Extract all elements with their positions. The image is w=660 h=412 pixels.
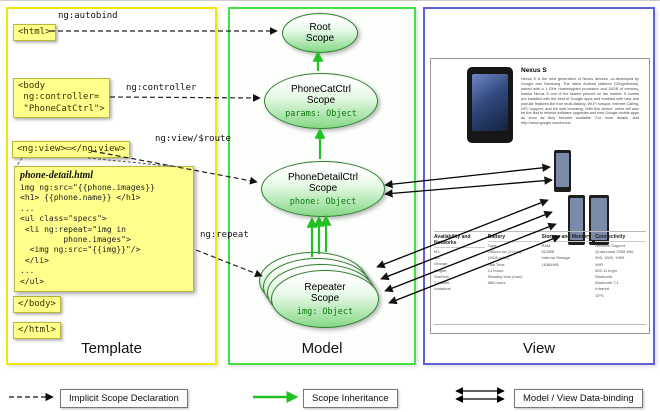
spec-header: Storage and Memory [541, 234, 593, 242]
rendered-phone-detail-page: Nexus S Nexus S is the next generation o… [430, 58, 650, 334]
spec-rows: M1, O2, Orange, Singtel, StarHub, T-Mobi… [434, 249, 451, 292]
scope-name: Repeater Scope [304, 281, 346, 305]
spec-column-connectivity: Connectivity Network Support Quad-band G… [595, 234, 646, 324]
ng-controller-label: ng:controller [126, 83, 197, 93]
html-open-tag-note: <html> [13, 24, 56, 42]
scope-inheritance-arrow-sample [253, 391, 299, 403]
legend-implicit-scope-declaration: Implicit Scope Declaration [60, 389, 188, 408]
repeater-scope-ellipse: Repeater Scope img: Object [271, 270, 379, 328]
body-close-tag-note: </body> [13, 296, 61, 314]
data-binding-arrow-sample [455, 387, 505, 403]
phone-detail-template-note: phone-detail.html img ng:src="{{phone.im… [14, 166, 194, 292]
thumb-screen [556, 153, 569, 187]
phonedetailctrl-scope-ellipse: PhoneDetailCtrl Scope phone: Object [261, 161, 385, 217]
spec-header: Connectivity [595, 234, 646, 242]
thumb-screen [591, 198, 607, 240]
model-panel-label: Model [301, 340, 343, 357]
phone-thumbnail-image [568, 195, 585, 245]
spec-column-availability: Availability and Networks M1, O2, Orange… [434, 234, 485, 324]
ng-autobind-label: ng:autobind [58, 11, 118, 21]
template-panel-label: Template [81, 340, 142, 357]
product-title: Nexus S [521, 67, 547, 74]
spec-header: Availability and Networks [434, 234, 485, 248]
scope-name: PhoneCatCtrl Scope [290, 83, 352, 107]
legend-scope-inheritance: Scope Inheritance [303, 389, 398, 408]
view-panel-label: View [522, 340, 556, 357]
html-close-tag-note: </html> [13, 322, 61, 340]
implicit-declaration-arrow-sample [9, 392, 54, 402]
product-description: Nexus S is the next generation of Nexus … [521, 77, 639, 126]
phone-thumbnail-image [589, 195, 609, 245]
ng-view-route-label: ng:view/$route [155, 134, 231, 144]
legend-model-view-databinding: Model / View Data-binding [514, 389, 643, 408]
spec-header: Battery [487, 234, 539, 242]
phone-thumbnail-image [554, 150, 571, 192]
template-code: img ng:src="{{phone.images}} <h1> {{phon… [20, 183, 155, 286]
scope-property: img: Object [296, 306, 354, 317]
spec-rows: RAM 512MB Internal Storage 16384MB [541, 243, 570, 267]
thumb-screen [570, 198, 583, 240]
spec-table: Availability and Networks M1, O2, Orange… [434, 231, 646, 325]
spec-column-battery: Battery Type Lithium Ion (Li-Ion) (1500 … [487, 234, 539, 324]
spec-column-storage: Storage and Memory RAM 512MB Internal St… [541, 234, 593, 324]
scope-property: params: Object [285, 108, 357, 119]
phone-main-image [467, 67, 513, 143]
scope-property: phone: Object [289, 196, 357, 207]
phone-screen [472, 74, 508, 131]
phonecatctrl-scope-ellipse: PhoneCatCtrl Scope params: Object [264, 73, 378, 129]
scope-name: Root Scope [305, 21, 335, 45]
scope-name: PhoneDetailCtrl Scope [287, 171, 359, 195]
ng-view-tag-note: <ng:view>▭</ng:view> [12, 141, 131, 159]
ng-repeat-label: ng:repeat [200, 230, 249, 240]
root-scope-ellipse: Root Scope [282, 13, 358, 53]
spec-rows: Type Lithium Ion (Li-Ion) (1500 mAh) Tal… [487, 243, 523, 286]
spec-rows: Network Support Quad-band GSM 850, 900, … [595, 243, 635, 298]
body-controller-tag-note: <body ng:controller= "PhoneCatCtrl"> [13, 78, 110, 118]
template-file-name: phone-detail.html [20, 170, 94, 181]
